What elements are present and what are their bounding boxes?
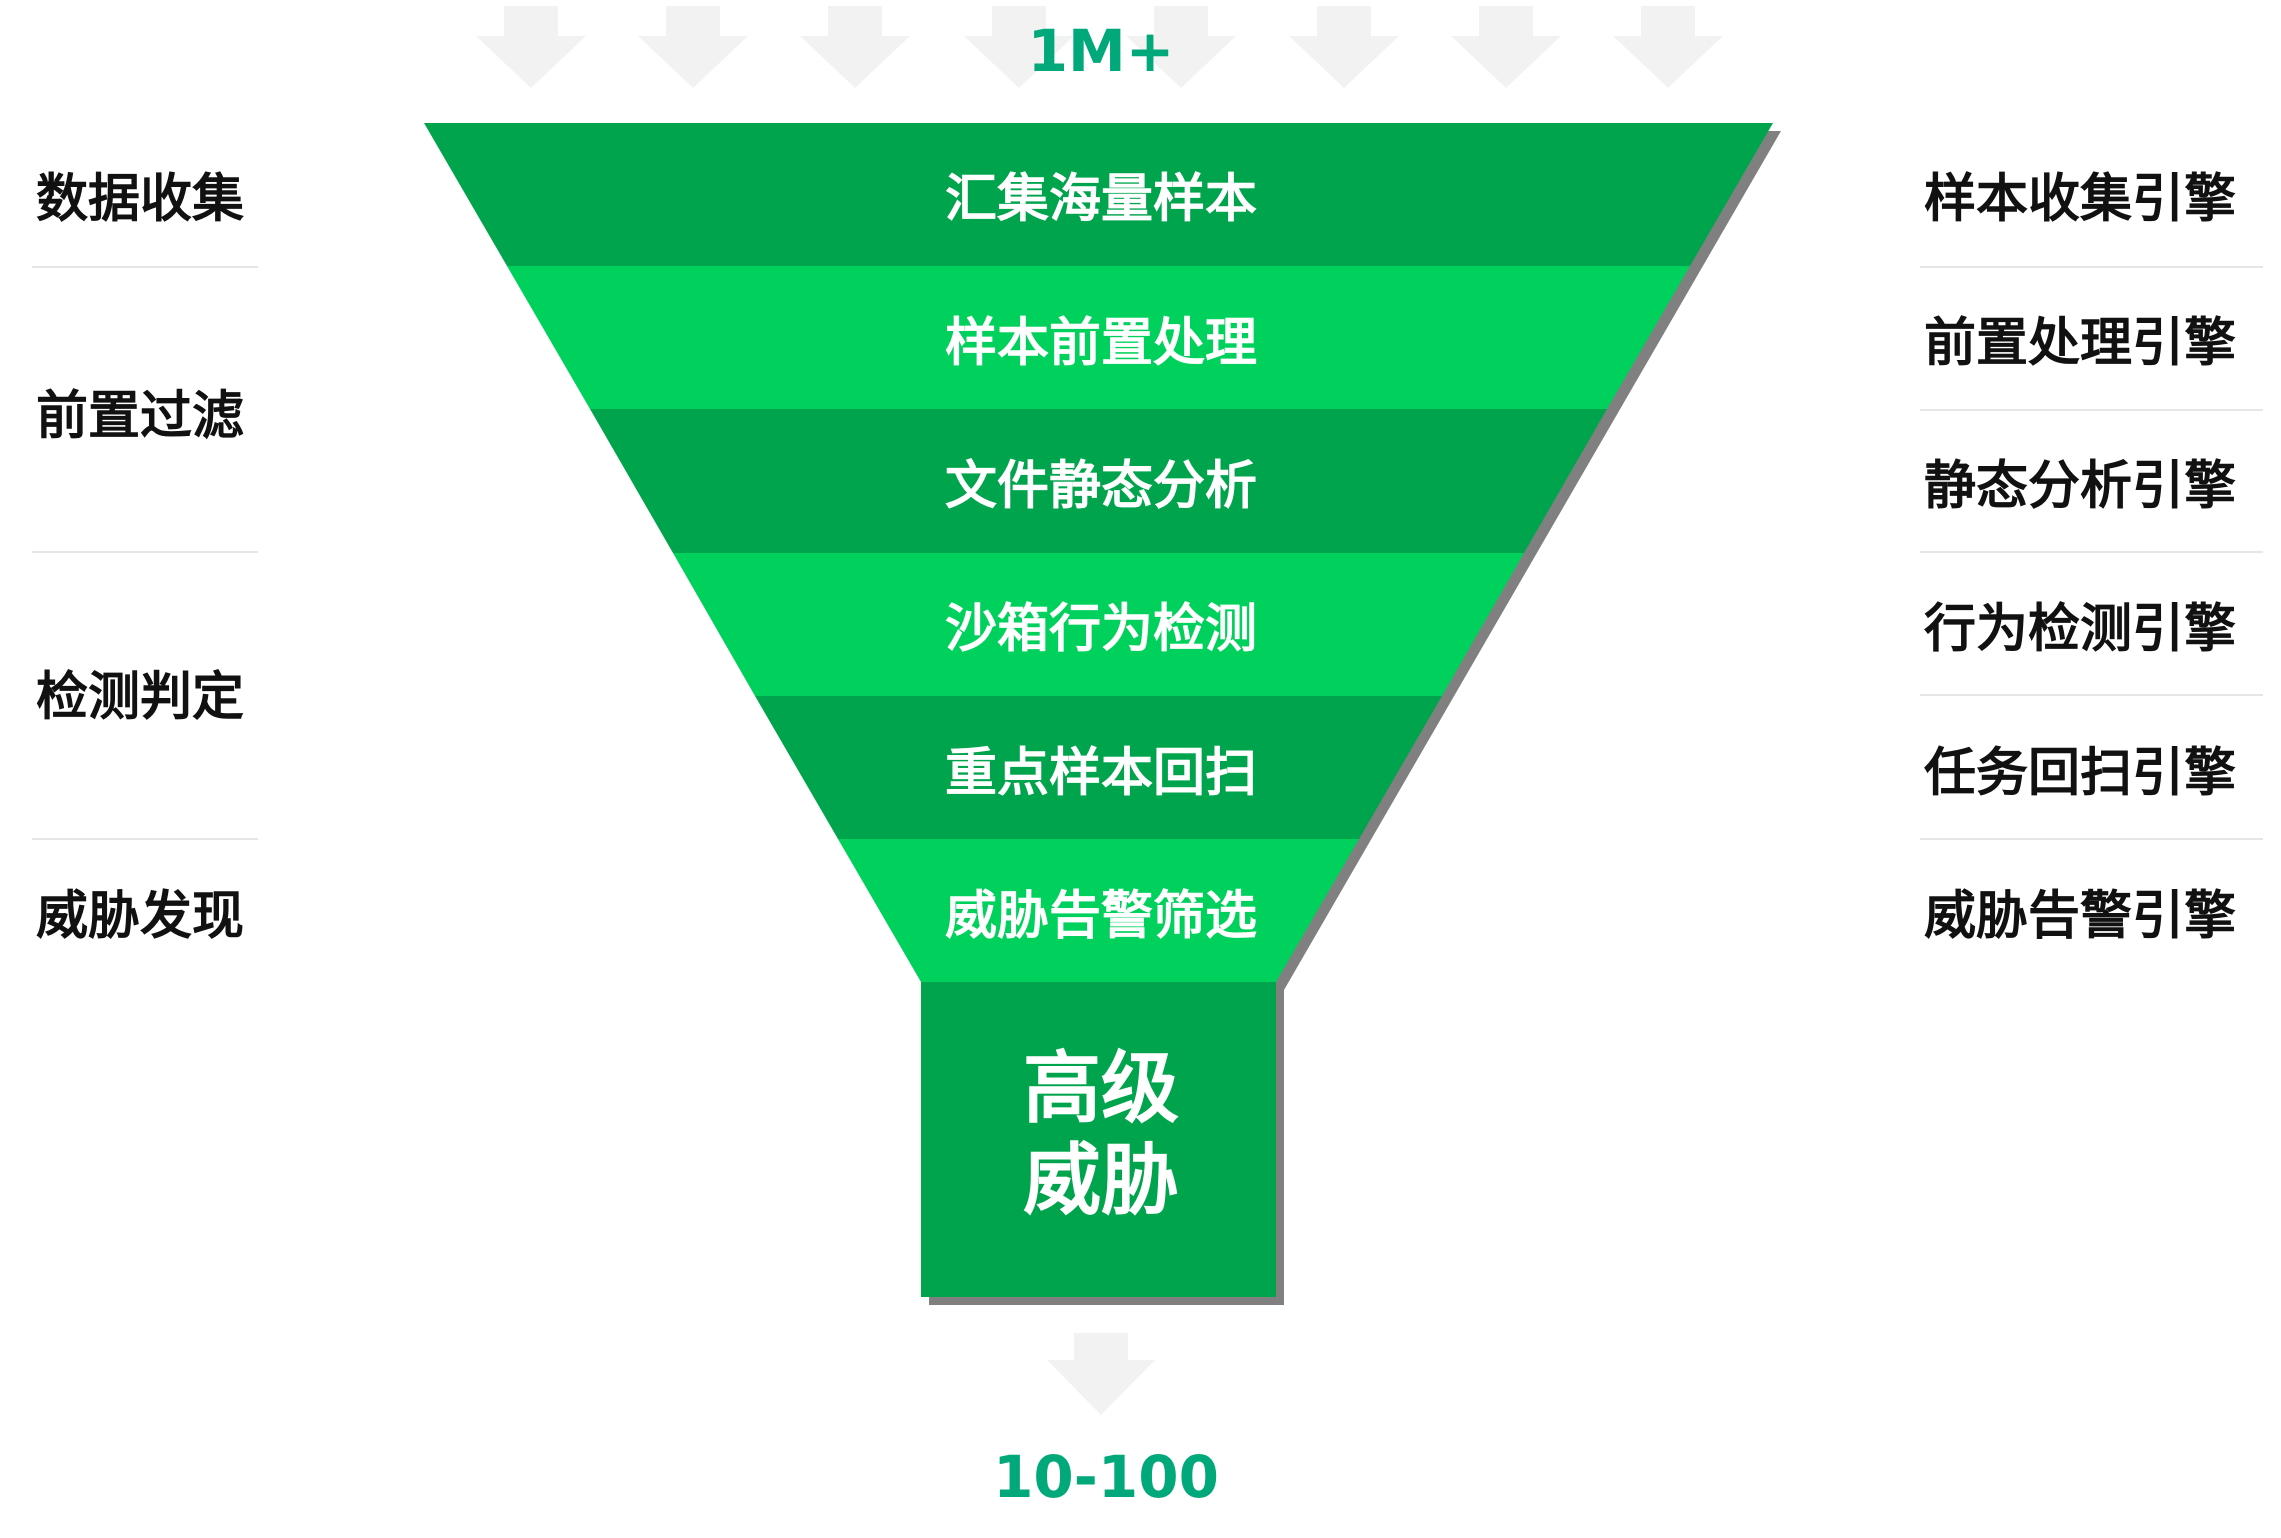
bottom-count: 10-100 [993, 1443, 1219, 1511]
engine-label: 前置处理引擎 [1924, 313, 2237, 374]
divider [1920, 409, 2263, 411]
input-arrows [476, 6, 1723, 88]
phase-label: 前置过滤 [36, 386, 245, 447]
stage-label: 沙箱行为检测 [944, 599, 1258, 660]
funnel-stem [921, 982, 1276, 1297]
engine-label: 静态分析引擎 [1924, 456, 2237, 517]
down-arrow-icon [1126, 6, 1236, 88]
divider [1920, 694, 2263, 696]
down-arrow-icon [1451, 6, 1561, 88]
stage-label: 样本前置处理 [944, 313, 1258, 374]
down-arrow-icon [1613, 6, 1723, 88]
divider [32, 551, 258, 553]
divider [1920, 551, 2263, 553]
result-label: 高级 威胁 [1023, 1043, 1179, 1227]
down-arrow-icon [1289, 6, 1399, 88]
divider [32, 266, 258, 268]
engine-label: 任务回扫引擎 [1924, 743, 2237, 804]
divider [1920, 838, 2263, 840]
engine-label: 威胁告警引擎 [1924, 886, 2237, 947]
down-arrow-icon [638, 6, 748, 88]
funnel-band-5 [755, 696, 1442, 839]
phase-label: 威胁发现 [36, 886, 245, 947]
funnel-band-1 [424, 123, 1773, 266]
divider [1920, 266, 2263, 268]
result-line-2: 威胁 [1022, 1136, 1180, 1226]
funnel-band-4 [673, 553, 1524, 696]
stage-label: 重点样本回扫 [944, 743, 1258, 804]
funnel-band-6 [838, 839, 1359, 982]
stage-label: 威胁告警筛选 [944, 886, 1258, 947]
phase-label: 检测判定 [36, 667, 245, 728]
output-arrow-icon [1047, 1333, 1155, 1415]
funnel-band-2 [507, 266, 1690, 409]
down-arrow-icon [800, 6, 910, 88]
stage-label: 汇集海量样本 [944, 169, 1258, 230]
stage-label: 文件静态分析 [944, 456, 1258, 517]
result-line-1: 高级 [1022, 1044, 1180, 1134]
engine-label: 行为检测引擎 [1924, 599, 2237, 660]
funnel-band-3 [590, 409, 1607, 553]
phase-label: 数据收集 [36, 169, 245, 230]
down-arrow-icon [476, 6, 586, 88]
down-arrow-icon [964, 6, 1074, 88]
top-count: 1M+ [1027, 17, 1175, 85]
divider [32, 838, 258, 840]
engine-label: 样本收集引擎 [1924, 169, 2237, 230]
